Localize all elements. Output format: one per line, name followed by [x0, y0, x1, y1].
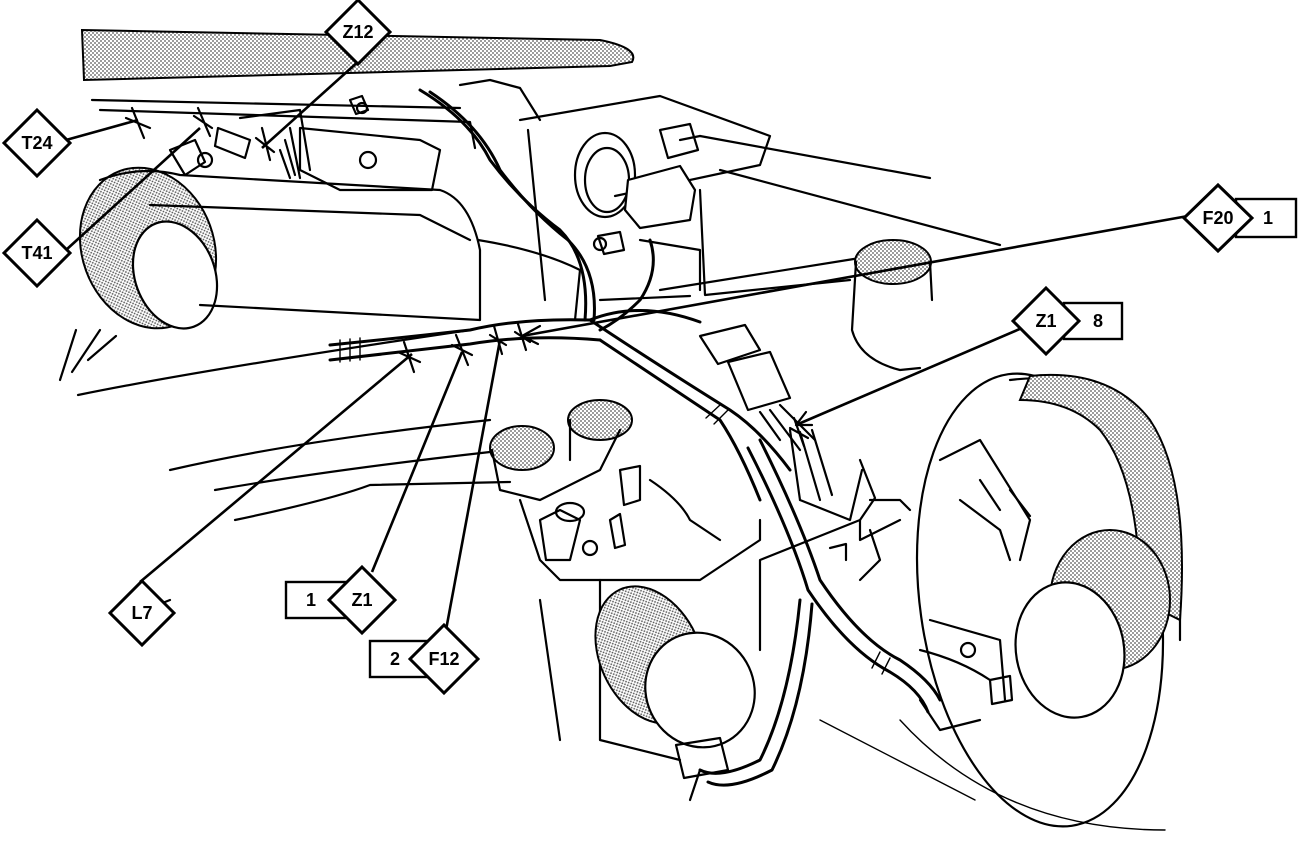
callout-t24-code: T24 [21, 133, 52, 153]
callout-z1-right: 8 Z1 [1010, 285, 1124, 357]
callout-t41: T41 [1, 217, 73, 289]
callout-f20-pin: 1 [1263, 208, 1273, 228]
leader-z1-right [795, 320, 1037, 427]
callout-z1-bottom: 1 Z1 [284, 564, 398, 636]
callout-z1-bottom-pin: 1 [306, 590, 316, 610]
callout-f20: 1 F20 [1181, 182, 1298, 254]
callout-t41-code: T41 [21, 243, 52, 263]
reservoir [850, 239, 934, 372]
vehicle-line-art [58, 28, 1183, 831]
leader-f12 [444, 339, 502, 631]
callout-z12-code: Z12 [342, 22, 373, 42]
wiring-harness [328, 88, 942, 787]
leader-l7 [139, 353, 413, 583]
callout-z1-right-pin: 8 [1093, 311, 1103, 331]
leader-z1-right-arrow [794, 410, 814, 427]
callout-l7: L7 [107, 578, 177, 648]
relay-assembly [573, 122, 702, 292]
callout-f12-pin: 2 [390, 649, 400, 669]
callout-f20-code: F20 [1202, 208, 1233, 228]
headlamp-housing [819, 372, 1183, 831]
lower-motor [594, 585, 756, 802]
callout-z1-right-code: Z1 [1035, 311, 1056, 331]
leader-z1-bottom [370, 351, 464, 573]
callout-l7-code: L7 [131, 603, 152, 623]
callout-f12: 2 F12 [368, 622, 481, 696]
callout-z12: Z12 [323, 0, 393, 67]
callout-z1-bottom-code: Z1 [351, 590, 372, 610]
leader-f20 [521, 214, 1189, 338]
top-left-sensors [168, 94, 370, 177]
leader-lines [65, 59, 1189, 631]
leader-t41 [65, 127, 201, 251]
harness-connector [698, 323, 864, 522]
leader-f20-arrow [520, 324, 542, 346]
leader-t24 [65, 118, 139, 142]
callout-t24: T24 [1, 107, 73, 179]
callout-f12-code: F12 [428, 649, 459, 669]
leader-z12 [261, 59, 361, 149]
intake-bracket [238, 108, 442, 192]
